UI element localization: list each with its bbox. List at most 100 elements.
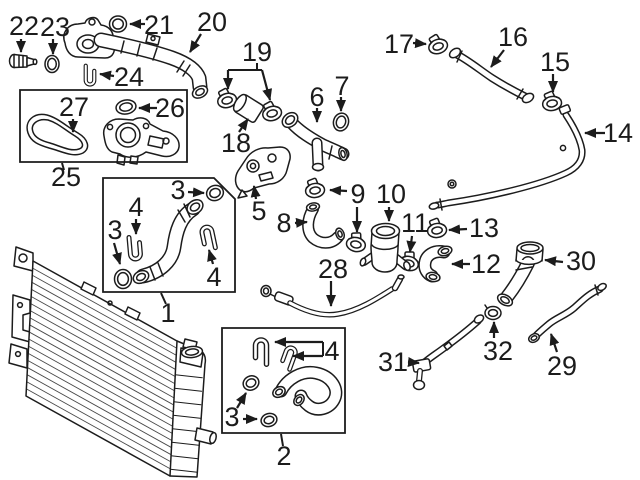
tube-inner xyxy=(417,369,422,383)
tube-inner xyxy=(137,203,199,282)
radiator xyxy=(8,246,217,478)
callout-24-label: 24 xyxy=(114,62,144,92)
callout-24-arrow xyxy=(99,70,115,81)
radiator-core-fins xyxy=(25,267,178,470)
hose-28 xyxy=(260,274,405,318)
callout-23-label: 23 xyxy=(40,12,70,42)
radiator-fin xyxy=(26,374,172,456)
callout-3-label: 3 xyxy=(170,175,185,205)
connector-sleeve-18 xyxy=(232,93,264,123)
gasket-27 xyxy=(26,113,89,156)
tank-rib xyxy=(171,428,200,433)
callout-22-label: 22 xyxy=(9,11,39,41)
hose-clamp-9a xyxy=(303,176,327,200)
tube-inner xyxy=(501,257,534,303)
coolant-valve-10 xyxy=(359,222,411,273)
callout-18-arrow xyxy=(237,118,249,133)
radiator-fin xyxy=(32,267,178,349)
radiator-fin xyxy=(27,360,173,441)
callout-7-label: 7 xyxy=(334,71,349,101)
callout-9-label: 9 xyxy=(350,179,365,209)
hose-31 xyxy=(411,314,485,391)
o-ring-23 xyxy=(44,54,60,74)
callout-3-label: 3 xyxy=(224,402,239,432)
o-ring-7 xyxy=(332,112,350,132)
o-ring-3c xyxy=(242,375,260,391)
callout-3-arrow xyxy=(236,392,247,409)
kit-box-2 xyxy=(221,327,346,434)
callout-20-arrow xyxy=(189,33,202,53)
tube-inner xyxy=(453,51,529,100)
callout-28-label: 28 xyxy=(318,254,348,284)
tube-inner xyxy=(393,277,402,290)
callout-3-label: 3 xyxy=(107,215,122,245)
callout-29-label: 29 xyxy=(547,351,577,381)
radiator-fin xyxy=(29,310,175,392)
kit-box-25 xyxy=(19,89,188,163)
hose-16 xyxy=(448,47,535,104)
callout-11-arrow xyxy=(406,235,417,253)
tube-inner xyxy=(421,318,481,366)
callout-17-arrow xyxy=(412,38,427,49)
callout-13-arrow xyxy=(448,224,468,235)
tube-inner xyxy=(276,367,341,415)
radiator-fin xyxy=(28,345,174,427)
tube-inner xyxy=(532,286,603,340)
radiator-fin xyxy=(28,338,174,420)
grommet-32 xyxy=(484,304,502,321)
tank-rib xyxy=(169,468,198,473)
radiator-fin xyxy=(31,281,177,363)
o-ring-26 xyxy=(115,99,137,115)
callout-21-label: 21 xyxy=(144,10,174,40)
temperature-sensor-22 xyxy=(8,53,38,69)
callout-1-label: 1 xyxy=(160,298,175,328)
callout-6-label: 6 xyxy=(309,82,324,112)
o-ring-21 xyxy=(108,15,128,33)
callout-25-label: 25 xyxy=(51,162,81,192)
tank-rib xyxy=(172,414,201,419)
callout-19-label: 19 xyxy=(242,37,272,67)
radiator-fin xyxy=(27,367,172,449)
callout-layer xyxy=(16,19,605,447)
callout-27-label: 27 xyxy=(59,92,89,122)
retaining-clip-4d xyxy=(281,346,297,369)
callout-30-arrow xyxy=(544,256,564,267)
hose-30 xyxy=(496,241,544,307)
callout-12-label: 12 xyxy=(471,249,501,279)
callout-4-arrow xyxy=(207,249,217,265)
radiator-tank-ribs xyxy=(169,374,203,473)
retaining-clip-4a xyxy=(129,237,141,260)
callout-8-label: 8 xyxy=(276,208,291,238)
radiator-fin xyxy=(31,288,176,370)
callout-18-label: 18 xyxy=(221,128,251,158)
callout-4-label: 4 xyxy=(128,192,143,222)
callout-11-label: 11 xyxy=(401,208,429,238)
hose-29 xyxy=(527,282,607,344)
hose-12 xyxy=(418,245,453,283)
callout-9-arrow xyxy=(329,185,348,196)
callout-5-label: 5 xyxy=(251,196,266,226)
callout-5-arrow xyxy=(250,185,261,200)
callout-3-arrow xyxy=(112,242,122,265)
callout-30-label: 30 xyxy=(566,246,596,276)
o-ring-3b xyxy=(113,268,133,290)
radiator-fin xyxy=(26,381,172,463)
tube-inner xyxy=(288,287,394,317)
hose-clamp-17 xyxy=(424,31,451,57)
tank-rib xyxy=(171,441,200,446)
callout-2-label: 2 xyxy=(276,441,291,471)
tube-inner xyxy=(435,113,585,207)
hose-kit-2 xyxy=(242,340,343,428)
radiator-fin xyxy=(28,331,174,413)
tank-rib xyxy=(173,401,202,406)
hose-clamp-9b xyxy=(344,229,369,255)
callout-32-label: 32 xyxy=(483,336,513,366)
coolant-pipe-14 xyxy=(428,104,586,211)
radiator-fin xyxy=(30,296,176,377)
tank-rib xyxy=(174,374,203,379)
callout-4-label: 4 xyxy=(206,262,221,292)
callout-16-label: 16 xyxy=(498,22,528,52)
kit-box-1 xyxy=(102,177,236,293)
